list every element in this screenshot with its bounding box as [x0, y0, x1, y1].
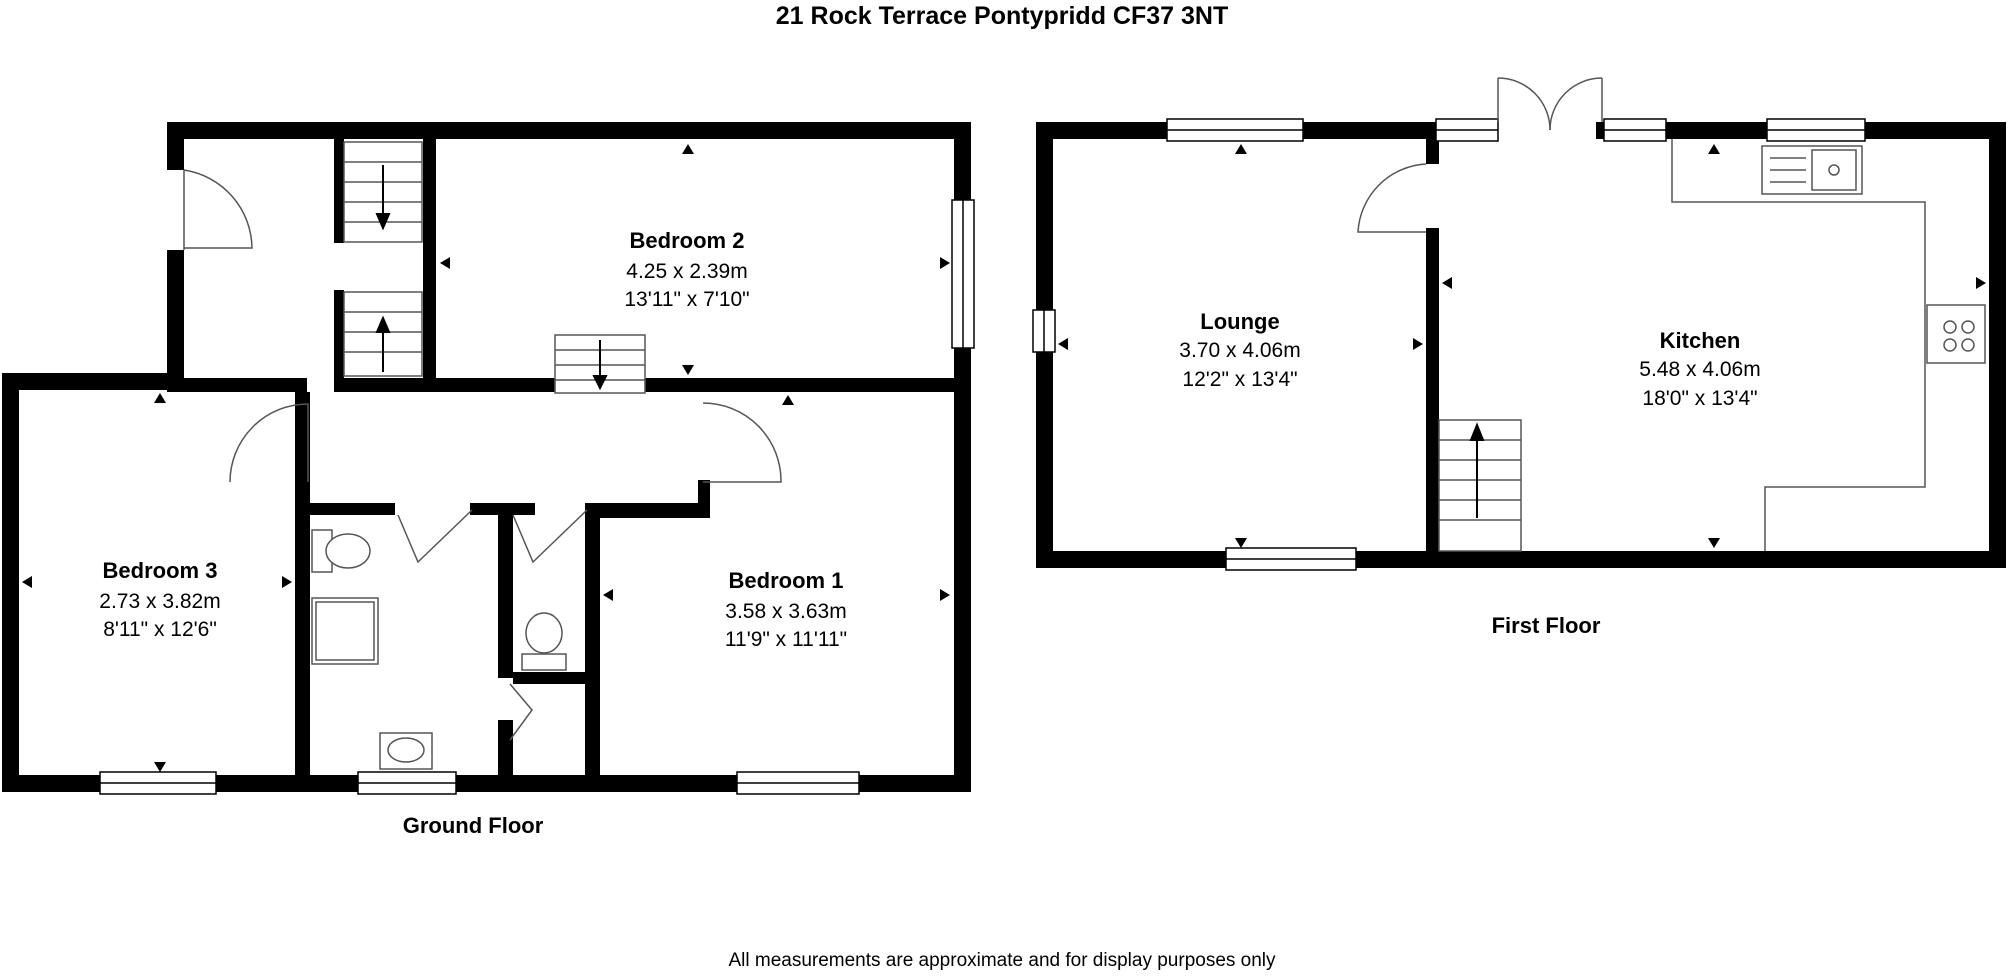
room-lounge: Lounge 3.70 x 4.06m 12'2" x 13'4" — [1179, 309, 1300, 391]
room-name: Bedroom 3 — [103, 558, 218, 583]
room-bedroom-2: Bedroom 2 4.25 x 2.39m 13'11" x 7'10" — [624, 228, 749, 311]
stair-arrows-ground — [375, 165, 608, 391]
room-imperial: 18'0" x 13'4" — [1642, 387, 1757, 410]
room-metric: 5.48 x 4.06m — [1639, 358, 1760, 381]
room-imperial: 11'9" x 11'11" — [725, 628, 847, 651]
room-imperial: 13'11" x 7'10" — [624, 288, 749, 311]
first-floor-doors — [1357, 77, 1603, 233]
room-metric: 3.58 x 3.63m — [725, 600, 846, 623]
kitchen-worktop — [1671, 139, 1926, 551]
ground-floor-windows — [99, 199, 975, 795]
first-floor-label: First Floor — [1492, 613, 1601, 638]
page-title: 21 Rock Terrace Pontypridd CF37 3NT — [776, 2, 1228, 30]
stair-arrow-first — [1469, 422, 1485, 518]
first-floor-windows — [1032, 118, 1866, 571]
room-metric: 4.25 x 2.39m — [626, 260, 747, 283]
room-name: Kitchen — [1660, 328, 1741, 353]
ground-floor-walls — [2, 122, 971, 792]
ground-floor-label: Ground Floor — [403, 813, 544, 838]
room-name: Lounge — [1200, 309, 1279, 334]
kitchen-fixtures — [1761, 145, 1986, 364]
room-kitchen: Kitchen 5.48 x 4.06m 18'0" x 13'4" — [1639, 328, 1760, 410]
room-name: Bedroom 1 — [729, 568, 844, 593]
ground-floor-markers — [22, 144, 950, 772]
room-bedroom-1: Bedroom 1 3.58 x 3.63m 11'9" x 11'11" — [725, 568, 847, 651]
room-imperial: 8'11" x 12'6" — [103, 618, 217, 641]
first-floor-markers — [1058, 144, 1986, 548]
first-floor-stairs — [1438, 419, 1522, 552]
ground-floor-doors — [183, 169, 782, 741]
room-bedroom-3: Bedroom 3 2.73 x 3.82m 8'11" x 12'6" — [99, 558, 220, 641]
room-imperial: 12'2" x 13'4" — [1182, 368, 1297, 391]
room-name: Bedroom 2 — [630, 228, 745, 253]
room-metric: 2.73 x 3.82m — [99, 590, 220, 613]
room-metric: 3.70 x 4.06m — [1179, 339, 1300, 362]
disclaimer-text: All measurements are approximate and for… — [728, 950, 1276, 971]
ground-floor-fixtures — [311, 529, 567, 770]
